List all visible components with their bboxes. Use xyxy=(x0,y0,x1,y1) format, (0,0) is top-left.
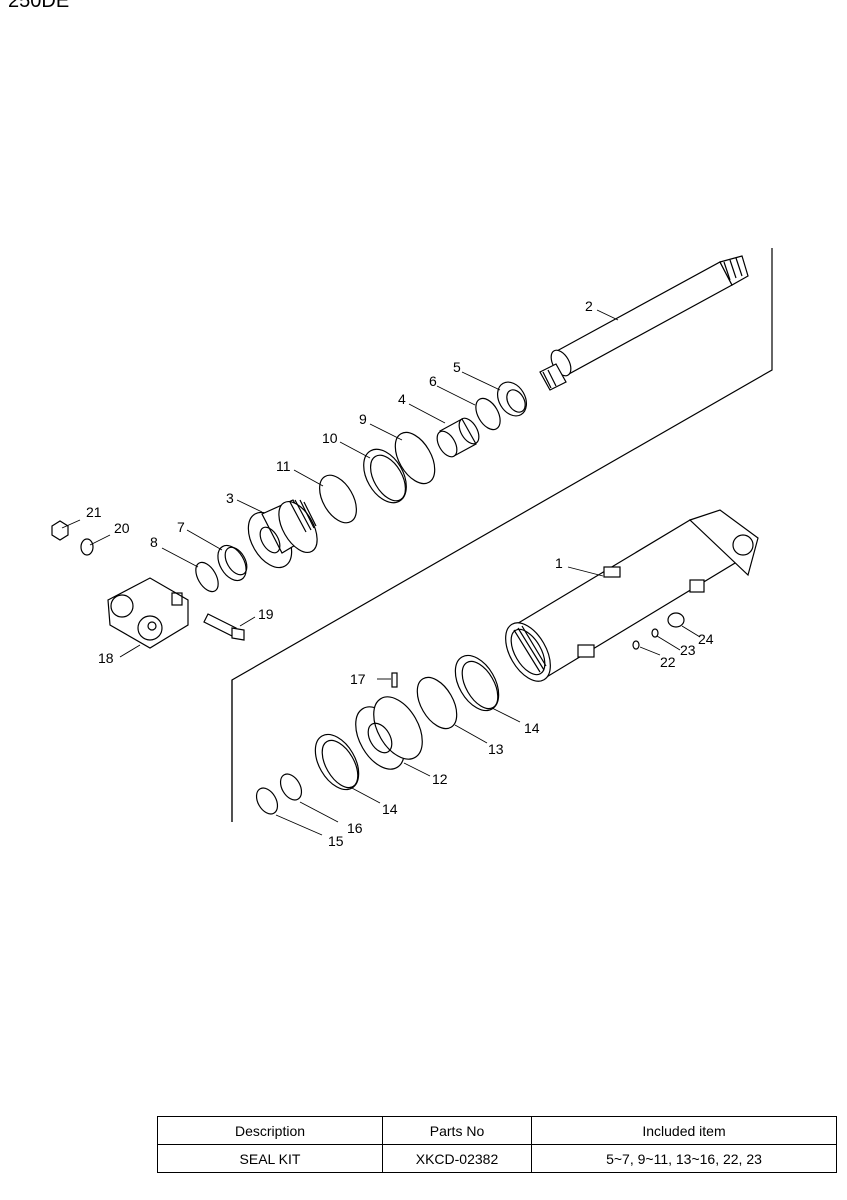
callout-12: 12 xyxy=(432,771,448,787)
part-23 xyxy=(651,628,659,638)
part-22 xyxy=(632,640,640,650)
callout-16: 16 xyxy=(347,820,363,836)
part-3-gland xyxy=(247,499,318,569)
part-24 xyxy=(667,612,685,628)
table-row: SEAL KIT XKCD-02382 5~7, 9~11, 13~16, 22… xyxy=(157,1144,837,1173)
callout-22: 22 xyxy=(660,654,676,670)
cell-included-item: 5~7, 9~11, 13~16, 22, 23 xyxy=(531,1144,837,1173)
seal-kit-table: Description Parts No Included item SEAL … xyxy=(157,1116,837,1173)
callout-10: 10 xyxy=(322,430,338,446)
callout-18: 18 xyxy=(98,650,114,666)
part-18-rod-eye xyxy=(107,577,189,649)
callout-5: 5 xyxy=(453,359,461,375)
part-19-bolt xyxy=(203,613,245,641)
callout-6: 6 xyxy=(429,373,437,389)
callout-21: 21 xyxy=(86,504,102,520)
callout-11: 11 xyxy=(276,458,291,474)
callout-7: 7 xyxy=(177,519,185,535)
part-20 xyxy=(80,538,94,556)
part-14-upper xyxy=(454,654,500,712)
table-header-row: Description Parts No Included item xyxy=(157,1116,837,1145)
callout-13: 13 xyxy=(488,741,504,757)
callout-24: 24 xyxy=(698,631,714,647)
header-included-item: Included item xyxy=(531,1116,837,1145)
part-13 xyxy=(416,676,458,730)
part-16 xyxy=(279,773,303,801)
callout-3: 3 xyxy=(226,490,234,506)
callout-14-lower: 14 xyxy=(382,801,398,817)
part-4 xyxy=(436,417,480,458)
part-11 xyxy=(319,474,357,524)
part-17 xyxy=(391,672,398,688)
callout-19: 19 xyxy=(258,606,274,622)
part-10 xyxy=(363,448,407,504)
part-1-tube xyxy=(505,509,759,682)
callout-20: 20 xyxy=(114,520,130,536)
part-12-piston xyxy=(355,696,423,770)
callout-2: 2 xyxy=(585,298,593,314)
cell-parts-no: XKCD-02382 xyxy=(382,1144,532,1173)
callout-14-upper: 14 xyxy=(524,720,540,736)
header-parts-no: Parts No xyxy=(382,1116,532,1145)
callout-8: 8 xyxy=(150,534,158,550)
model-code: 250DE xyxy=(8,0,70,12)
callout-23: 23 xyxy=(680,642,696,658)
header-description: Description xyxy=(157,1116,383,1145)
callout-1: 1 xyxy=(555,555,563,571)
part-5 xyxy=(496,381,528,417)
part-rod xyxy=(539,255,749,391)
callout-9: 9 xyxy=(359,411,367,427)
part-8 xyxy=(195,561,219,593)
part-21 xyxy=(51,520,69,541)
part-9 xyxy=(394,431,436,485)
callout-17: 17 xyxy=(350,671,366,687)
cell-description: SEAL KIT xyxy=(157,1144,383,1173)
part-15 xyxy=(255,787,279,815)
callout-4: 4 xyxy=(398,391,406,407)
part-6 xyxy=(475,397,501,431)
callout-15: 15 xyxy=(328,833,344,849)
part-7 xyxy=(217,544,248,582)
